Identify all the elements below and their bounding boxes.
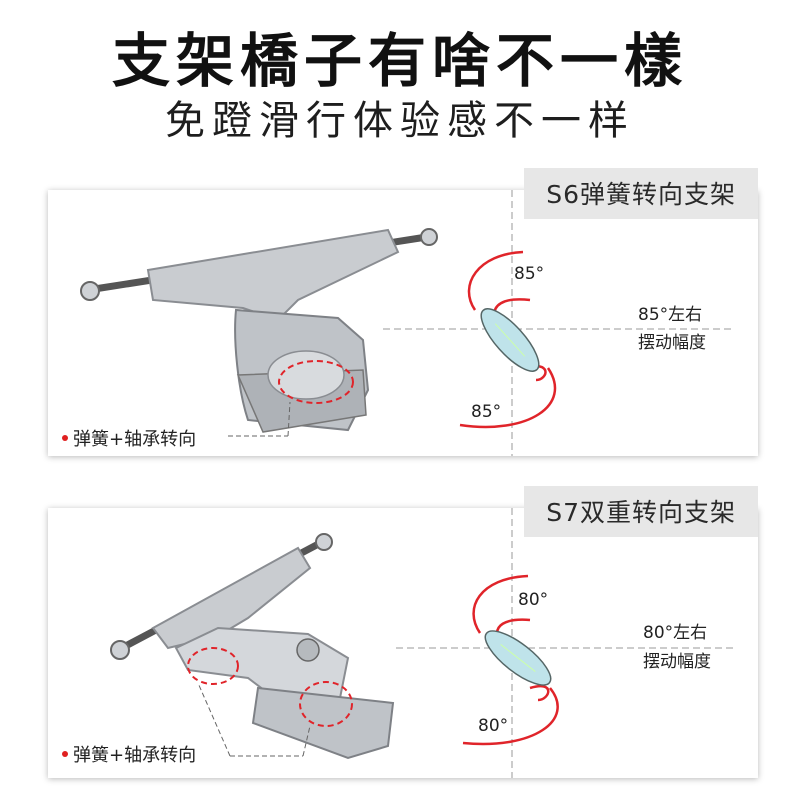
s7-bottom-arc-inner	[529, 684, 550, 702]
s7-angle-top: 80°	[518, 590, 549, 610]
s6-callout-dot	[62, 435, 68, 441]
s7-bottom-arc-outer	[462, 687, 559, 746]
s7-callout-text: 弹簧+轴承转向	[73, 745, 197, 766]
s6-range-line1: 85°左右	[638, 305, 703, 325]
s7-top-arc-outer	[472, 574, 529, 634]
s7-truck-panel: S7双重转向支架 80° 80° 80°左右 摆动幅度	[48, 486, 758, 778]
page-subtitle: 免蹬滑行体验感不一样	[165, 98, 635, 144]
s6-truck-panel: S6弹簧转向支架 85° 85° 85°左右 摆动幅	[48, 168, 758, 456]
s6-angle-top: 85°	[514, 264, 545, 284]
s6-illustration	[80, 190, 733, 456]
s7-spring-callout: 弹簧+轴承转向	[62, 741, 196, 767]
s6-spring-callout: 弹簧+轴承转向	[62, 425, 196, 451]
s7-board-icon	[484, 630, 552, 686]
s6-board-icon	[480, 308, 540, 372]
s7-spring-highlight-2	[299, 681, 353, 727]
s6-tab-label: S6弹簧转向支架	[524, 168, 758, 219]
s6-range-line2: 摆动幅度	[638, 333, 706, 353]
s7-truck-image	[110, 533, 395, 760]
s6-spring-highlight	[278, 360, 354, 404]
s6-truck-image	[80, 228, 438, 433]
s6-bottom-arc-outer	[459, 367, 556, 429]
s7-tab-label: S7双重转向支架	[524, 486, 758, 537]
s7-spring-highlight-1	[187, 647, 239, 685]
s7-illustration	[110, 508, 733, 778]
page-title: 支架橋子有啥不一樣	[111, 27, 688, 95]
s7-angle-bottom: 80°	[478, 716, 509, 736]
s7-range-line1: 80°左右	[643, 623, 708, 643]
s6-callout-text: 弹簧+轴承转向	[73, 429, 197, 450]
s6-top-arc-outer	[467, 250, 524, 311]
s7-callout-dot	[62, 751, 68, 757]
s6-angle-bottom: 85°	[471, 402, 502, 422]
s7-range-line2: 摆动幅度	[643, 652, 711, 672]
